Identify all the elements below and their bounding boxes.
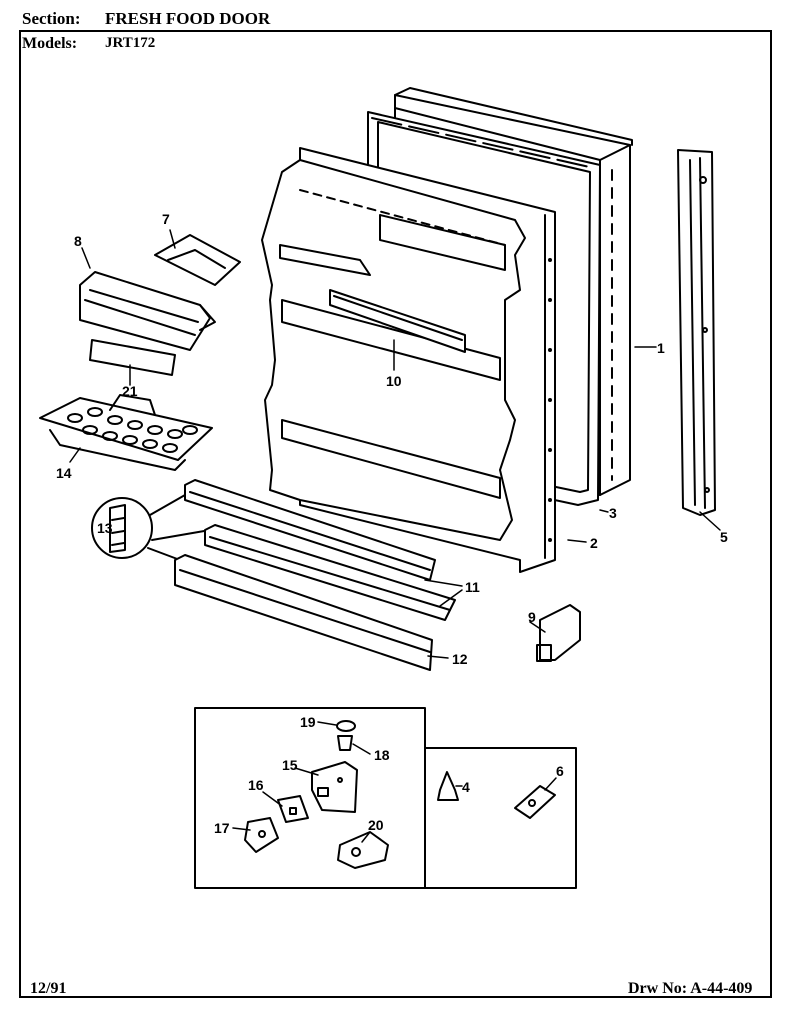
callout-13: 13 <box>97 520 113 536</box>
models-value: JRT172 <box>105 35 156 51</box>
drawing-date: 12/91 <box>30 980 67 997</box>
callout-14: 14 <box>56 465 72 481</box>
leader-lines <box>69 229 721 843</box>
part-14-egg-tray <box>39 394 213 471</box>
part-16-spacer <box>277 795 309 823</box>
part-13-detail <box>91 494 211 561</box>
section-label: Section: <box>22 9 81 28</box>
part-8-dairy-compartment <box>79 271 216 351</box>
part-10-shelf-bar <box>329 289 466 353</box>
callout-9: 9 <box>528 609 536 625</box>
callout-12: 12 <box>452 651 468 667</box>
hinge-assembly-box <box>194 707 577 889</box>
callout-8: 8 <box>74 233 82 249</box>
part-11-door-bars <box>184 479 456 621</box>
part-17-hinge-pin <box>244 817 279 853</box>
models-label: Models: <box>22 35 78 52</box>
part-18-bushing <box>337 735 353 751</box>
part-12-lower-door-bar <box>174 554 433 671</box>
part-21-label <box>89 339 176 376</box>
part-6-clip <box>514 785 556 819</box>
callout-10: 10 <box>386 373 402 389</box>
part-19-cap <box>336 720 356 732</box>
callout-5: 5 <box>720 529 728 545</box>
section-value: FRESH FOOD DOOR <box>105 9 271 28</box>
callout-20: 20 <box>368 817 384 833</box>
part-9-hinge-bracket <box>536 604 581 662</box>
callout-11: 11 <box>465 579 480 595</box>
part-5-door-handle <box>677 149 716 516</box>
drawing-number: Drw No: A-44-409 <box>628 980 753 997</box>
callout-3: 3 <box>609 505 617 521</box>
callout-18: 18 <box>374 747 390 763</box>
callout-15: 15 <box>282 757 298 773</box>
callout-2: 2 <box>590 535 598 551</box>
callout-21: 21 <box>122 383 138 399</box>
callout-4: 4 <box>462 779 470 795</box>
callout-1: 1 <box>657 340 665 356</box>
callout-16: 16 <box>248 777 264 793</box>
callout-17: 17 <box>214 820 230 836</box>
part-15-hinge-plate <box>311 761 358 813</box>
part-4-grommet <box>437 771 459 801</box>
part-7-cover <box>154 234 241 286</box>
drawing-frame <box>19 30 772 998</box>
callout-19: 19 <box>300 714 316 730</box>
callout-7: 7 <box>162 211 170 227</box>
callout-6: 6 <box>556 763 564 779</box>
